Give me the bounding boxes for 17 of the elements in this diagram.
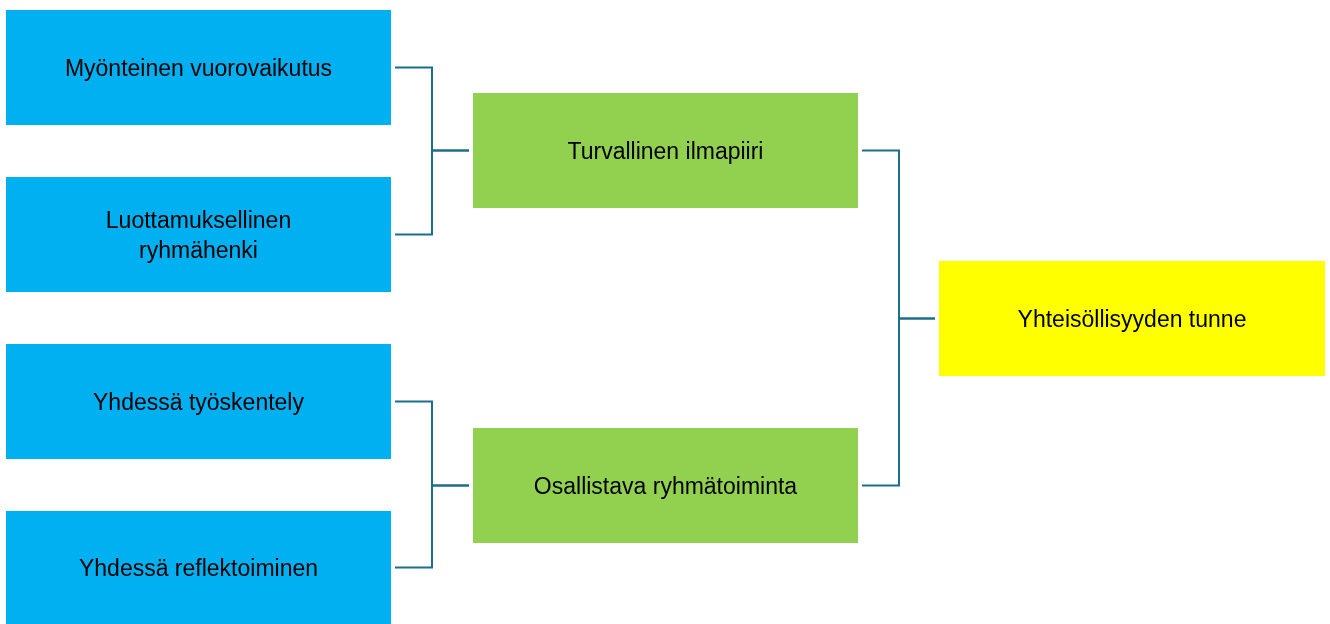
box-label: Luottamuksellinen ryhmähenki: [104, 205, 293, 265]
concept-box: [473, 428, 858, 543]
box-label: Myönteinen vuorovaikutus: [64, 53, 333, 83]
concept-box: [939, 261, 1325, 376]
box-label: Turvallinen ilmapiiri: [567, 136, 764, 166]
box-label: Yhteisöllisyyden tunne: [1017, 304, 1247, 334]
box-label: Osallistava ryhmätoiminta: [533, 471, 798, 501]
concept-box: [6, 177, 391, 292]
box-label: Yhdessä reflektoiminen: [78, 553, 319, 583]
connector-line: [394, 149, 470, 236]
connector-line: [861, 317, 936, 487]
box-label: Yhdessä työskentely: [93, 387, 304, 417]
concept-box: [6, 10, 391, 125]
connector-line: [394, 484, 470, 569]
concept-box: [473, 93, 858, 208]
concept-box: [6, 344, 391, 459]
concept-box: [6, 511, 391, 624]
